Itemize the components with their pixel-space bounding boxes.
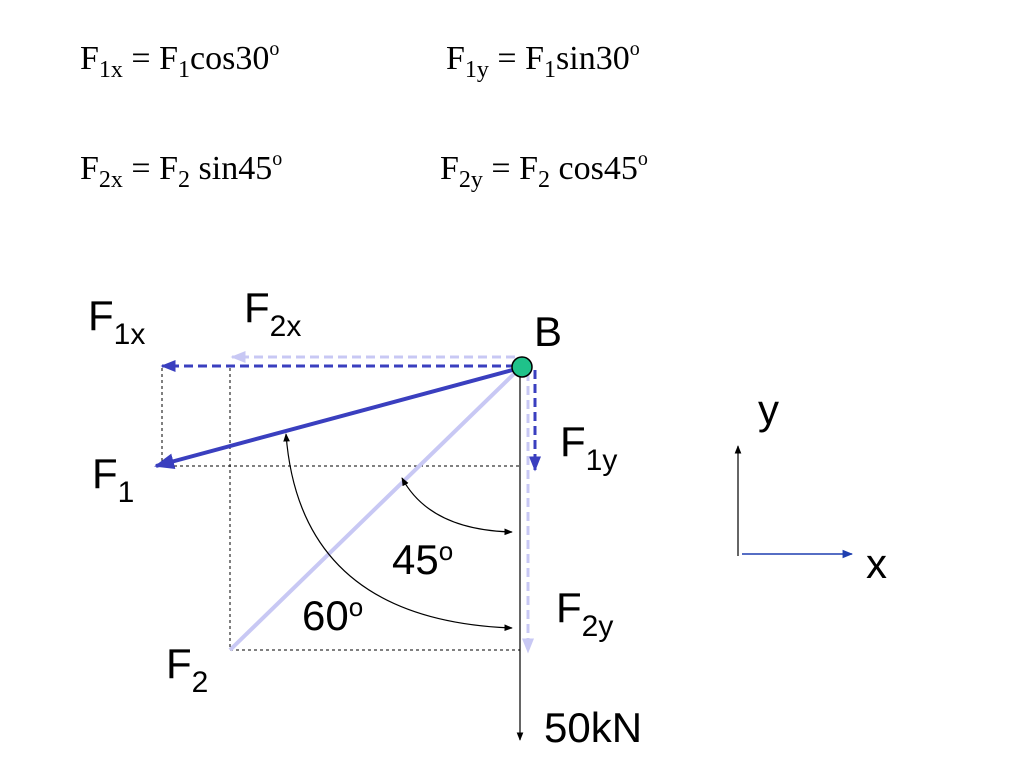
angle-arc-45 [401, 477, 513, 536]
eq-f1x-deg: o [269, 38, 280, 60]
label-angle-45-deg: o [438, 536, 454, 566]
label-f1y-main: F [560, 418, 586, 465]
label-f2x-sub: 2x [269, 310, 302, 343]
eq-f2y-lhs: F [440, 150, 459, 187]
eq-f1x-rhs-sub: 1 [178, 57, 191, 83]
f2-vector [228, 366, 522, 652]
eq-f1x-func: cos30 [190, 40, 270, 77]
eq-f1y-eq: = F [488, 40, 545, 77]
eq-f1x-lhs-sub: 1x [98, 57, 123, 83]
label-angle-60-deg: o [348, 592, 364, 622]
label-f1x-sub: 1x [113, 318, 146, 351]
label-axis-y: y [758, 386, 779, 433]
label-f1-sub: 1 [117, 476, 135, 509]
label-f2y-main: F [556, 584, 582, 631]
label-angle-60: 60o [302, 592, 363, 640]
eq-f2x-deg: o [272, 148, 283, 170]
eq-f2x-func: sin45 [190, 150, 273, 187]
eq-f2y-deg: o [637, 148, 648, 170]
eq-f1x-eq: = F [122, 40, 179, 77]
eq-f2x-lhs: F [80, 150, 99, 187]
label-point-b: B [534, 308, 563, 355]
eq-f2x-rhs-sub: 2 [178, 167, 191, 193]
eq-f1y-func: sin30 [556, 40, 630, 77]
label-f1y: F1y [560, 418, 617, 476]
label-f2y: F2y [556, 584, 613, 642]
point-b-marker [511, 356, 533, 378]
equation-f2y: F2y = F2 cos45o [440, 148, 648, 192]
eq-f2y-lhs-sub: 2y [458, 167, 483, 193]
label-axis-x: x [866, 540, 887, 587]
eq-f1y-rhs-sub: 1 [544, 57, 557, 83]
f1-vector [154, 366, 521, 470]
eq-f1y-lhs: F [446, 40, 465, 77]
label-angle-60-value: 60 [302, 592, 349, 639]
label-f2-sub: 2 [191, 666, 209, 699]
eq-f2y-rhs-sub: 2 [538, 167, 551, 193]
eq-f2x-lhs-sub: 2x [98, 167, 123, 193]
label-f1y-sub: 1y [585, 444, 618, 477]
label-f2x: F2x [244, 284, 301, 342]
angle-arc-60 [283, 433, 513, 632]
eq-f1x-lhs: F [80, 40, 99, 77]
eq-f1y-lhs-sub: 1y [464, 57, 489, 83]
label-angle-45: 45o [392, 536, 453, 584]
equation-f1y: F1y = F1sin30o [446, 38, 640, 82]
label-angle-45-value: 45 [392, 536, 439, 583]
eq-f2y-eq: = F [482, 150, 539, 187]
label-f1x: F1x [88, 292, 145, 350]
label-load: 50kN [544, 704, 643, 751]
eq-f1y-deg: o [629, 38, 640, 60]
label-f2-main: F [166, 640, 192, 687]
label-f1x-main: F [88, 292, 114, 339]
label-f1-main: F [92, 450, 118, 497]
equation-f1x: F1x = F1cos30o [80, 38, 280, 82]
eq-f2y-func: cos45 [550, 150, 638, 187]
equation-f2x: F2x = F2 sin45o [80, 148, 283, 192]
label-f1: F1 [92, 450, 134, 508]
label-f2: F2 [166, 640, 208, 698]
label-f2x-main: F [244, 284, 270, 331]
label-f2y-sub: 2y [581, 610, 614, 643]
eq-f2x-eq: = F [122, 150, 179, 187]
